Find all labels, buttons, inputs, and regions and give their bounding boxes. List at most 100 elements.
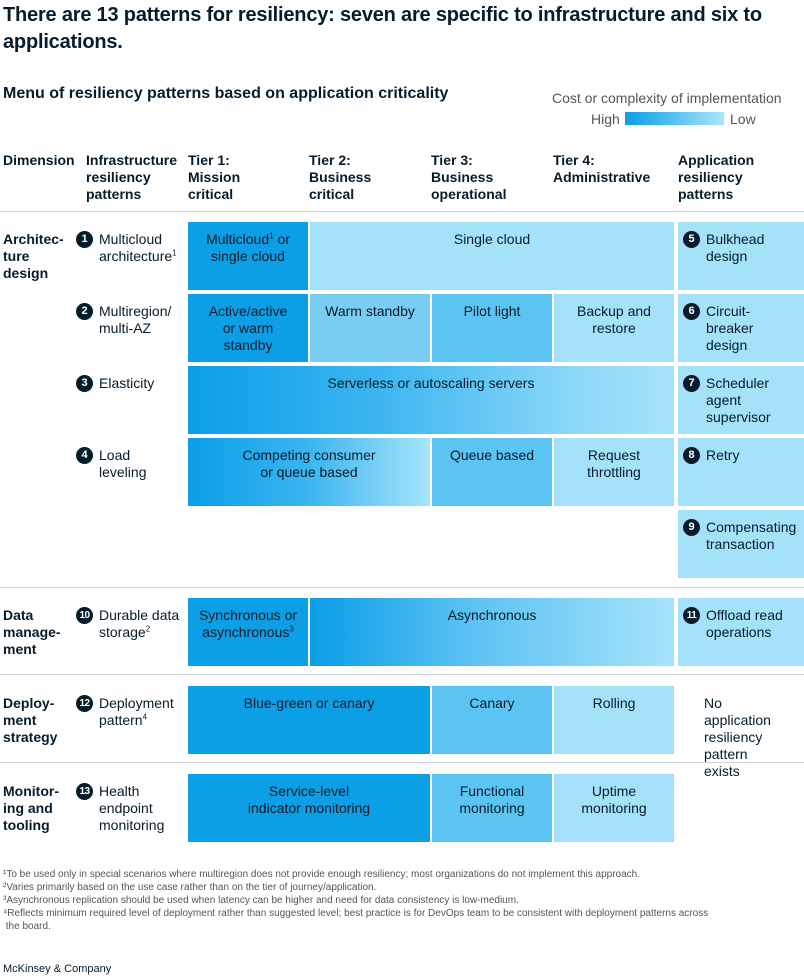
cell-asynchronous: Asynchronous xyxy=(310,598,674,666)
note-line: resiliency xyxy=(704,729,763,745)
header-infra-line: Infrastructure xyxy=(86,152,178,168)
header-tier1-line: critical xyxy=(188,186,234,202)
cell-active-active: Active/active or warm standby xyxy=(188,294,308,362)
cell-uptime-monitoring: Uptime monitoring xyxy=(554,774,674,842)
cell-line: Multicloud1 or xyxy=(188,231,308,248)
dimension-line: Deploy- xyxy=(3,695,55,711)
dimension-line: Architec- xyxy=(3,231,64,247)
pattern-line: breaker xyxy=(706,320,754,336)
cell-warm-standby: Warm standby xyxy=(310,294,430,362)
pattern-text: pattern xyxy=(99,712,143,728)
pattern-line: Durable data xyxy=(99,607,180,623)
cell-synchronous: Synchronous or asynchronous3 xyxy=(188,598,308,666)
pattern-text: architecture xyxy=(99,248,173,264)
infra-pattern-multiregion: Multiregion/ multi-AZ xyxy=(99,303,171,337)
number-badge: 5 xyxy=(683,231,700,248)
cell-request-throttling: Request throttling xyxy=(554,438,674,506)
legend-label: Cost or complexity of implementation xyxy=(552,90,782,106)
dimension-line: Monitor- xyxy=(3,783,59,799)
pattern-line: Offload read xyxy=(706,607,783,623)
cell-text: Multicloud xyxy=(206,231,270,247)
cell-line: Active/active xyxy=(208,303,288,319)
number-badge: 12 xyxy=(76,695,93,712)
pattern-line: multi-AZ xyxy=(99,320,152,336)
dimension-line: ment xyxy=(3,712,37,728)
dimension-line: Data xyxy=(3,607,34,623)
divider xyxy=(0,587,804,588)
pattern-line: monitoring xyxy=(99,817,165,833)
footnote-marker: 1 xyxy=(269,231,274,241)
number-badge: 4 xyxy=(76,447,93,464)
divider xyxy=(0,762,804,763)
header-dimension: Dimension xyxy=(3,152,75,168)
cell-line: asynchronous3 xyxy=(188,624,308,641)
note-line: exists xyxy=(704,763,740,779)
cell-competing-consumer: Competing consumer or queue based xyxy=(188,438,430,506)
cell-line: Synchronous or xyxy=(198,607,298,623)
cell-text: asynchronous xyxy=(202,624,290,640)
app-pattern-offload-read: 11 Offload read operations xyxy=(678,598,804,666)
footnotes: ¹To be used only in special scenarios wh… xyxy=(3,868,708,933)
dimension-line: tooling xyxy=(3,817,50,833)
pattern-line: Multicloud xyxy=(99,231,163,247)
infra-pattern-elasticity: Elasticity xyxy=(99,375,154,392)
number-badge: 2 xyxy=(76,303,93,320)
infra-pattern-load-leveling: Load leveling xyxy=(99,447,146,481)
note-line: No xyxy=(704,695,722,711)
infra-pattern-health-endpoint: Health endpoint monitoring xyxy=(99,783,164,834)
legend-gradient-bar xyxy=(625,112,724,125)
cell-line: Service-level xyxy=(268,783,350,799)
dimension-data-management: Data manage- ment xyxy=(3,607,61,658)
header-tier2-line: critical xyxy=(309,186,355,202)
legend-high: High xyxy=(591,111,620,127)
cell-line: indicator monitoring xyxy=(247,800,371,816)
cell-single-cloud: Single cloud xyxy=(310,222,674,290)
cell-line: Competing consumer xyxy=(242,447,376,463)
dimension-line: design xyxy=(3,265,49,281)
number-badge: 8 xyxy=(683,447,700,464)
pattern-line: design xyxy=(706,248,748,264)
pattern-line: Load xyxy=(99,447,131,463)
pattern-line: design xyxy=(706,337,748,353)
dimension-line: ment xyxy=(3,641,37,657)
pattern-text: storage xyxy=(99,624,146,640)
dimension-monitoring: Monitor- ing and tooling xyxy=(3,783,59,834)
pattern-line: storage2 xyxy=(99,624,179,641)
infra-pattern-durable-storage: Durable data storage2 xyxy=(99,607,179,641)
cell-line: Backup and xyxy=(577,303,651,319)
pattern-line: Deployment xyxy=(99,695,174,711)
divider xyxy=(0,211,804,212)
header-app-line: patterns xyxy=(678,186,734,202)
footnote-marker: 4 xyxy=(142,712,148,722)
pattern-line: Compensating xyxy=(706,519,797,535)
dimension-line: ing and xyxy=(3,800,53,816)
number-badge: 13 xyxy=(76,783,93,800)
pattern-line: Multiregion/ xyxy=(99,303,172,319)
header-tier3-line: Tier 3: xyxy=(431,152,473,168)
brand-logo-text: McKinsey & Company xyxy=(3,963,112,975)
cell-multicloud-tier1: Multicloud1 or single cloud xyxy=(188,222,308,290)
pattern-line: Retry xyxy=(706,447,740,463)
pattern-line: pattern4 xyxy=(99,712,174,729)
header-infra-line: patterns xyxy=(86,186,142,202)
cell-blue-green: Blue-green or canary xyxy=(188,686,430,754)
pattern-line: operations xyxy=(706,624,772,640)
pattern-line: supervisor xyxy=(706,409,771,425)
header-tier4-line: Administrative xyxy=(553,169,651,185)
cell-line: or queue based xyxy=(260,464,358,480)
dimension-line: ture xyxy=(3,248,30,264)
app-pattern-retry: 8 Retry xyxy=(678,438,804,506)
pattern-line: architecture1 xyxy=(99,248,177,265)
pattern-line: leveling xyxy=(99,464,147,480)
pattern-line: endpoint xyxy=(99,800,153,816)
no-app-pattern-note: No application resiliency pattern exists xyxy=(704,695,800,780)
pattern-line: Health xyxy=(99,783,140,799)
cell-line: throttling xyxy=(587,464,641,480)
number-badge: 11 xyxy=(683,607,700,624)
header-tier4: Tier 4: Administrative xyxy=(553,152,650,186)
header-app-line: Application xyxy=(678,152,755,168)
number-badge: 9 xyxy=(683,519,700,536)
header-tier3-line: operational xyxy=(431,186,507,202)
cell-canary: Canary xyxy=(432,686,552,754)
header-tier3-line: Business xyxy=(431,169,494,185)
